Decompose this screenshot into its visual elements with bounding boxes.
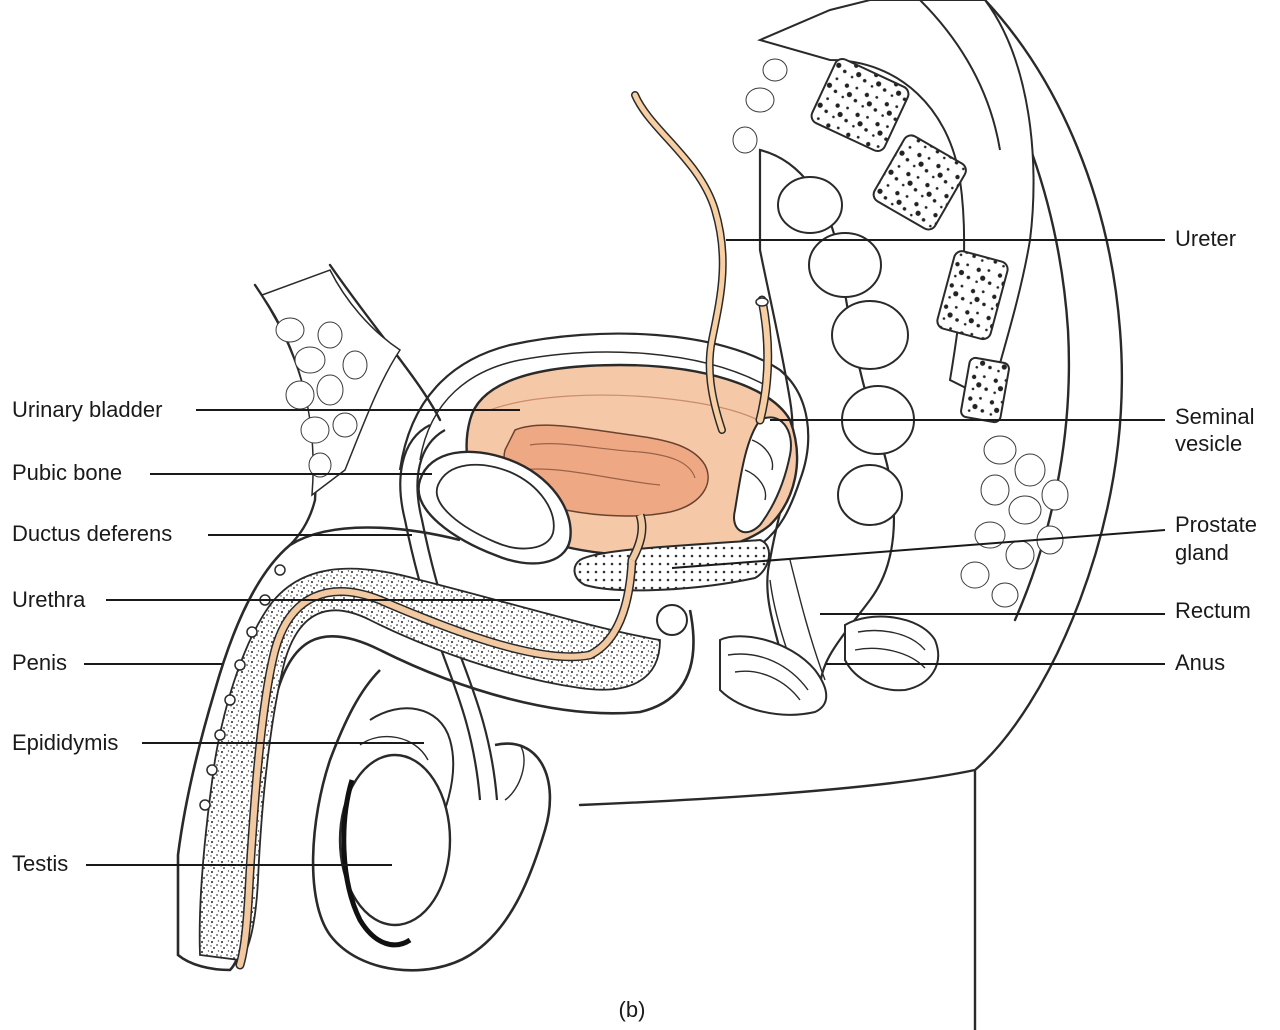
label-ureter: Ureter xyxy=(1175,226,1236,251)
label-penis: Penis xyxy=(12,650,67,675)
seminal-vesicle-organ xyxy=(733,416,792,534)
figure-caption: (b) xyxy=(619,997,646,1022)
label-prostate-gland: Prostate gland xyxy=(1175,512,1263,565)
prostate-organ xyxy=(573,538,770,592)
label-seminal-vesicle-line2: vesicle xyxy=(1175,431,1242,456)
label-urethra: Urethra xyxy=(12,587,86,612)
leader-prostate-gland xyxy=(671,529,1166,569)
label-prostate-gland-line2: gland xyxy=(1175,540,1229,565)
abdominal-fat xyxy=(260,269,402,497)
label-seminal-vesicle: Seminal vesicle xyxy=(1175,404,1261,456)
label-anus: Anus xyxy=(1175,650,1225,675)
penis-organ xyxy=(176,513,695,972)
label-prostate-gland-line1: Prostate xyxy=(1175,512,1257,537)
pubic-bone-organ xyxy=(417,450,572,565)
scrotum-testis xyxy=(311,669,552,972)
label-urinary-bladder: Urinary bladder xyxy=(12,397,162,422)
sacrum xyxy=(757,0,1035,424)
label-rectum: Rectum xyxy=(1175,598,1251,623)
label-pubic-bone: Pubic bone xyxy=(12,460,122,485)
label-epididymis: Epididymis xyxy=(12,730,118,755)
label-seminal-vesicle-line1: Seminal xyxy=(1175,404,1254,429)
gluteal-fat xyxy=(732,58,1069,608)
left-labels: Urinary bladder Pubic bone Ductus defere… xyxy=(12,397,620,876)
right-labels: Ureter Seminal vesicle Prostate gland Re… xyxy=(671,226,1263,675)
label-ductus-deferens: Ductus deferens xyxy=(12,521,172,546)
ureter-organ xyxy=(631,91,727,434)
label-testis: Testis xyxy=(12,851,68,876)
